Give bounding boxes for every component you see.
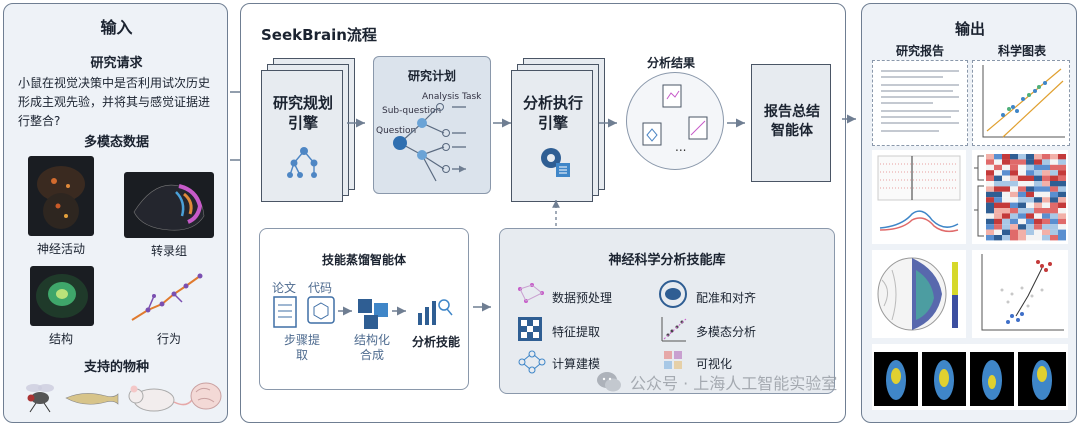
modality-label-structure: 结构 [48, 332, 73, 346]
modality-label-neural: 神经活动 [36, 242, 85, 256]
zebrafish-icon [65, 393, 119, 405]
figures-title: 科学图表 [997, 44, 1046, 58]
request-title: 研究请求 [90, 56, 143, 71]
mouse-icon [128, 385, 193, 412]
planner-label: 研究规划引擎 [272, 94, 333, 132]
figure-heatmap [972, 150, 1068, 244]
transcriptome-image [124, 172, 214, 238]
distill-title: 技能蒸馏智能体 [321, 253, 406, 267]
skills-library-box: 神经科学分析技能库 数据预处理 配准和对齐 特征提取 多模态分析 计算建模 可视… [499, 228, 835, 394]
multimodal-title: 多模态数据 [83, 135, 149, 150]
skill-visualization: 可视化 [696, 357, 733, 371]
output-panel: 输出 研究报告 科学图表 [861, 3, 1077, 423]
skill-dashed-arrow [552, 200, 560, 226]
distill-box: 技能蒸馏智能体 论文 代码 步骤提取 结构化合成 分析技能 [259, 228, 469, 390]
visualization-icon [664, 351, 682, 369]
fly-icon [26, 384, 54, 413]
skills-title: 神经科学分析技能库 [608, 253, 726, 268]
figure-scatter [972, 60, 1070, 146]
grid-icon [518, 317, 542, 341]
modality-label-transcriptome: 转录组 [150, 244, 187, 258]
chart-icon [418, 299, 453, 325]
reporter-label: 报告总结智能体 [764, 104, 820, 139]
species-icons [14, 374, 224, 418]
document-icon [273, 296, 297, 328]
figure-embedding [972, 250, 1068, 338]
planner-engine-card: 研究规划引擎 [261, 70, 343, 202]
species-title: 支持的物种 [83, 360, 149, 375]
workflow-panel: SeekBrain流程 研究规划引擎 研究计划 Analysis Task Su… [240, 3, 846, 423]
hierarchy-icon [287, 147, 318, 178]
executor-engine-card: 分析执行引擎 [511, 70, 593, 202]
behavior-image [124, 266, 214, 328]
distill-step2: 结构化合成 [353, 333, 390, 362]
request-text: 小鼠在视觉决策中是否利用试次历史形成主观先验，并将其与感觉证据进行整合? [18, 76, 211, 128]
gear-grid-icon [541, 148, 570, 177]
code-cube-icon [307, 296, 335, 324]
figure-traces [872, 150, 966, 244]
report-thumbnail [872, 60, 968, 146]
modality-label-behavior: 行为 [156, 332, 181, 346]
results-title: 分析结果 [646, 56, 695, 70]
watermark-text: 公众号 · 上海人工智能实验室 [630, 374, 838, 393]
brain-icon [659, 280, 687, 308]
input-panel: 输入 研究请求 小鼠在视觉决策中是否利用试次历史形成主观先验，并将其与感觉证据进… [3, 3, 228, 423]
distill-paper-label: 论文 [272, 281, 297, 295]
output-title: 输出 [954, 20, 985, 38]
executor-label: 分析执行引擎 [522, 94, 583, 132]
plan-title: 研究计划 [407, 69, 456, 83]
skill-modeling: 计算建模 [552, 357, 601, 371]
reporter-card: 报告总结智能体 [751, 64, 831, 182]
research-plan-box: 研究计划 Analysis Task Sub-question Question [373, 56, 491, 194]
report-title: 研究报告 [895, 44, 944, 58]
watermark: 公众号 · 上海人工智能实验室 [596, 368, 837, 396]
figure-atlas [872, 250, 966, 338]
results-circle: ... [626, 72, 724, 170]
neural-activity-image [28, 156, 94, 236]
scatter-icon [661, 317, 687, 342]
structure-image [30, 266, 94, 326]
primate-brain-icon [190, 382, 222, 410]
plan-tree: Analysis Task Sub-question Question [376, 92, 482, 182]
skill-registration: 配准和对齐 [696, 291, 757, 305]
skill-preprocess: 数据预处理 [552, 291, 613, 305]
plan-label-question: Question [376, 126, 416, 136]
puzzle-icon [358, 299, 388, 329]
results-ellipsis: ... [675, 140, 686, 154]
plan-label-task: Analysis Task [422, 92, 482, 102]
graph-icon [518, 350, 546, 374]
workflow-title: SeekBrain流程 [261, 26, 377, 44]
figure-brain-strip [872, 344, 1068, 410]
distill-code-label: 代码 [308, 281, 333, 295]
distill-icons [273, 296, 453, 329]
network-icon [518, 283, 544, 303]
skill-feature: 特征提取 [552, 325, 601, 339]
distill-step1: 步骤提取 [284, 333, 321, 362]
plan-label-subq: Sub-question [382, 106, 441, 116]
distill-step3: 分析技能 [411, 335, 460, 349]
input-title: 输入 [100, 18, 133, 37]
wechat-icon [597, 372, 621, 392]
skill-multimodal: 多模态分析 [696, 325, 757, 339]
